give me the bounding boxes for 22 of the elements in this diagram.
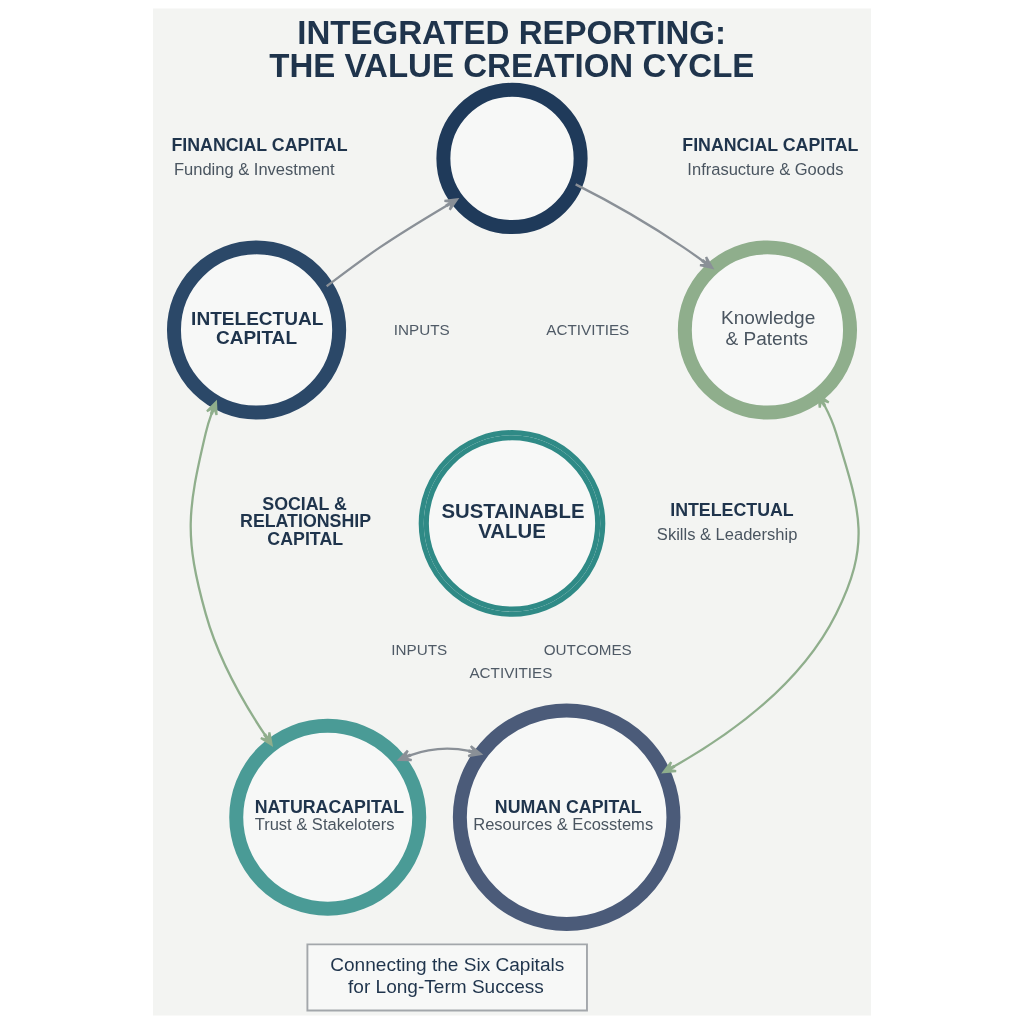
label: FINANCIAL CAPITAL [682,135,859,156]
label: Funding & Investment [173,160,335,180]
label: INPUTS [393,320,450,338]
arrow [575,183,714,270]
arrow [189,401,273,746]
label: ACTIVITIES [469,664,553,682]
node-circle [436,82,588,235]
node-box: Connecting the Six Capitals for Long-Term Success [306,943,588,1012]
label: Infrasucture & Goods [687,160,844,180]
node-circle: NATURACAPITAL Trust & Stakeloters [229,718,427,916]
arrow [398,744,482,762]
label: SOCIAL & RELATIONSHIP CAPITAL [240,493,372,550]
node-circle: SUSTAINABLE VALUE [418,430,606,617]
node-circle: Knowledge & Patents [677,240,857,420]
label: INPUTS [391,641,448,659]
diagram-title: INTEGRATED REPORTING: THE VALUE CREATION CYCLE [269,13,755,84]
label: Skills & Leadership [656,525,798,545]
arrow [325,198,459,288]
label: OUTCOMES [543,641,632,659]
label: ACTIVITIES [546,320,630,338]
label: INTELECTUAL [670,500,794,521]
label: FINANCIAL CAPITAL [171,135,348,156]
